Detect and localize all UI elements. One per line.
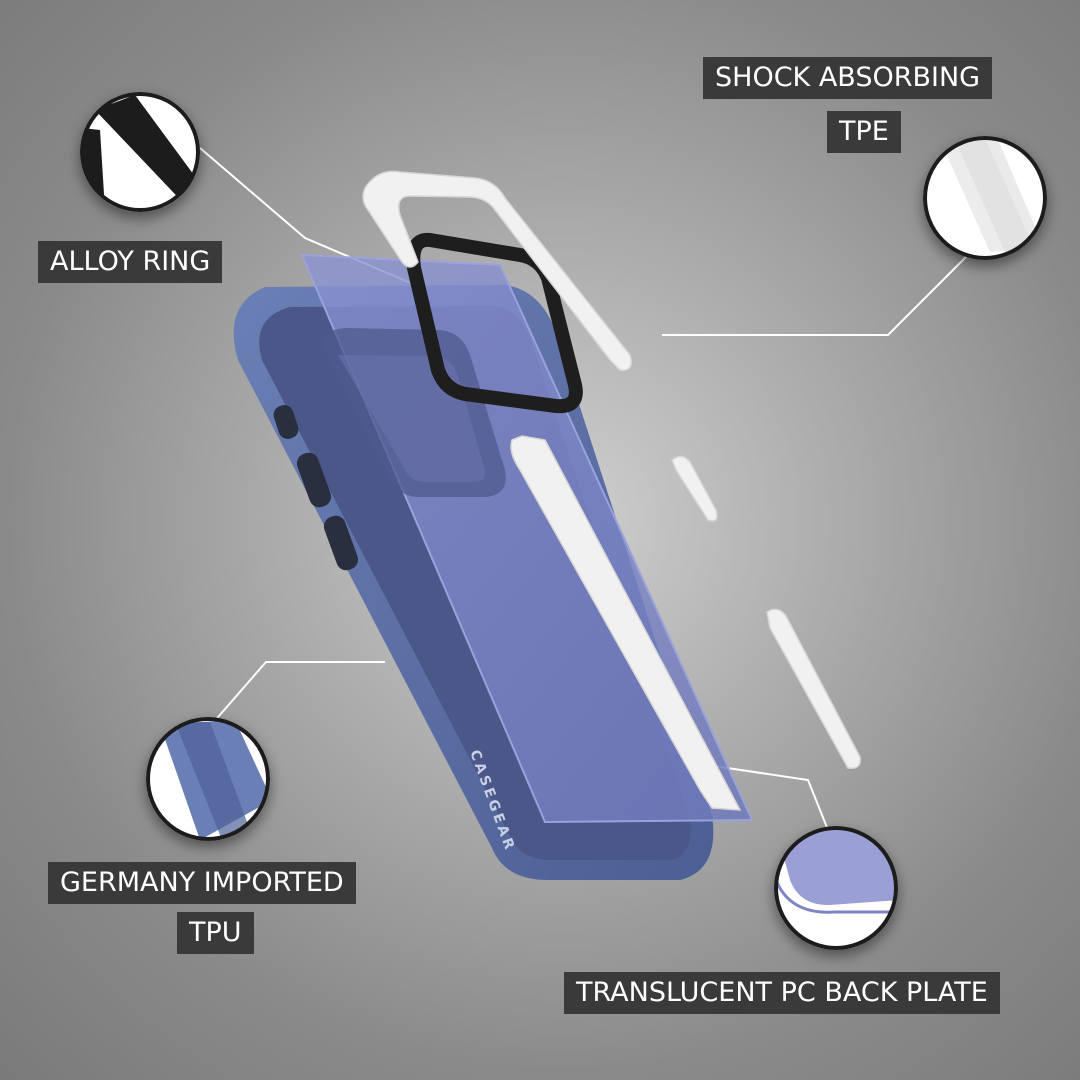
label-tpe: TPE <box>827 111 901 153</box>
zoom-circle-pc <box>774 826 898 950</box>
label-germany-imported: GERMANY IMPORTED <box>48 862 356 904</box>
tpe-pieces <box>362 170 861 811</box>
zoom-circle-tpu <box>146 717 270 841</box>
button-volume-down <box>323 515 359 571</box>
zoom-circle-alloy <box>80 92 200 212</box>
button-volume-up <box>296 452 332 508</box>
zoom-circle-tpe <box>923 136 1047 260</box>
tpu-connector <box>204 661 385 733</box>
label-translucent-pc: TRANSLUCENT PC BACK PLATE <box>564 972 1000 1014</box>
button-action <box>273 405 299 439</box>
label-tpu: TPU <box>177 912 254 954</box>
tpe-connector <box>662 254 969 336</box>
label-alloy-ring: ALLOY RING <box>38 241 223 283</box>
label-shock-absorbing: SHOCK ABSORBING <box>703 57 993 99</box>
